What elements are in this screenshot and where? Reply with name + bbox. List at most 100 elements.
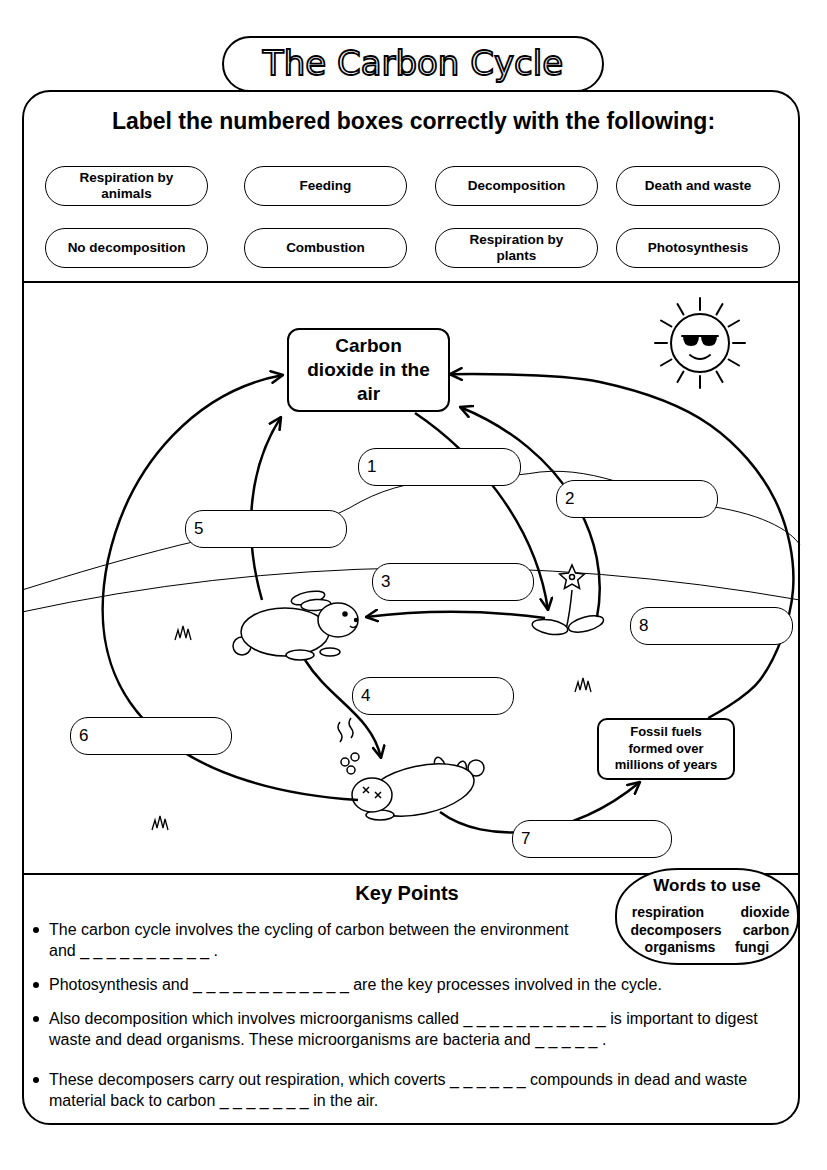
- rabbit: [343, 612, 347, 616]
- bullet-dot: [33, 927, 39, 933]
- answer-box: 7: [512, 820, 672, 858]
- grass-tuft: [175, 626, 191, 640]
- word-choice-pill: Photosynthesis: [616, 228, 780, 268]
- choice-label: Combustion: [286, 240, 365, 256]
- text-slot: fungi: [682, 939, 822, 956]
- answer-box: 4: [352, 677, 514, 715]
- word-choice-pill: Respiration by animals: [45, 166, 208, 206]
- bullet-dot: [33, 1016, 39, 1022]
- title-pill: The Carbon Cycle: [222, 36, 604, 92]
- grass-tuft: [152, 816, 168, 830]
- sun-icon: [729, 360, 739, 366]
- sun-icon: [717, 372, 723, 382]
- text-slot: Words to use: [637, 876, 777, 896]
- bullet-dot: [33, 927, 39, 1083]
- worksheet-panel: Label the numbered boxes correctly with …: [22, 90, 800, 1125]
- flower: [570, 575, 575, 580]
- word-bank-word: dioxide: [695, 904, 827, 921]
- word-choice-pill: Combustion: [244, 228, 407, 268]
- section-heading: Key Points: [200, 881, 614, 905]
- word-bank-heading: Words to use: [637, 876, 777, 896]
- key-point: The carbon cycle involves the cycling of…: [49, 919, 594, 961]
- answer-box: 1: [358, 448, 521, 486]
- text-slot: Label the numbered boxes correctly with …: [40, 108, 787, 136]
- flower: [567, 613, 605, 636]
- text-slot: carbon: [696, 922, 827, 939]
- flower: [531, 565, 605, 637]
- sun-icon: [699, 298, 701, 310]
- choice-label: Feeding: [300, 178, 352, 194]
- box-label: Carbon dioxide in the air: [304, 334, 434, 405]
- dead-rabbit: [363, 787, 381, 798]
- sun-icon: [717, 304, 723, 314]
- word-choice-pill: Feeding: [244, 166, 407, 206]
- flower: [531, 617, 569, 637]
- sun-icon: [702, 336, 716, 345]
- rabbit: [320, 648, 340, 656]
- choice-label: Photosynthesis: [648, 240, 749, 256]
- grass-tuft: [575, 678, 591, 692]
- dead-rabbit: [351, 753, 359, 761]
- flow-arrow: [251, 417, 281, 600]
- sun-icon: [655, 342, 667, 344]
- dead-rabbit: [341, 758, 349, 766]
- bullet-dot: [33, 982, 39, 988]
- flower: [560, 565, 585, 589]
- callout-number: 8: [639, 616, 648, 636]
- rabbit: [318, 603, 358, 637]
- callout-number: 3: [381, 572, 390, 592]
- text-slot: decomposers: [606, 922, 746, 939]
- box-label: Fossil fuels formed over millions of yea…: [610, 724, 722, 775]
- rabbit: [350, 626, 356, 628]
- choice-label: Decomposition: [468, 178, 566, 194]
- dead-rabbit: [347, 766, 355, 774]
- sun-icon: [699, 376, 701, 388]
- instruction-heading: Label the numbered boxes correctly with …: [40, 108, 787, 136]
- text-slot: respiration: [598, 904, 738, 921]
- sun-icon: [690, 355, 710, 359]
- text-slot: dioxide: [695, 904, 827, 921]
- carbon-store-box: Fossil fuels formed over millions of yea…: [597, 718, 735, 780]
- text-slot: The carbon cycle involves the cycling of…: [49, 919, 594, 961]
- word-bank-word: fungi: [682, 939, 822, 956]
- answer-box: 3: [372, 563, 534, 601]
- choice-label: Respiration by animals: [62, 170, 192, 201]
- choice-label: Respiration by plants: [452, 232, 582, 263]
- word-choice-pill: Death and waste: [616, 166, 780, 206]
- word-bank: Words to userespirationdioxidedecomposer…: [615, 868, 799, 965]
- rabbit: [355, 619, 358, 622]
- section-divider: [22, 282, 800, 874]
- answer-box: 8: [630, 607, 793, 645]
- flow-arrow: [103, 375, 640, 832]
- text-slot: Photosynthesis and _ _ _ _ _ _ _ _ _ _ _…: [49, 974, 794, 995]
- word-bank-word: organisms: [610, 939, 750, 956]
- word-choice-pill: Respiration by plants: [435, 228, 598, 268]
- sun-icon: [733, 342, 745, 344]
- word-choice-pill: No decomposition: [45, 228, 208, 268]
- word-bank-word: decomposers: [606, 922, 746, 939]
- key-point: These decomposers carry out respiration,…: [49, 1069, 794, 1111]
- callout-number: 6: [79, 726, 88, 746]
- rabbit: [233, 589, 358, 660]
- answer-box: 6: [70, 717, 232, 755]
- dead-rabbit: [338, 718, 484, 825]
- dead-rabbit: [338, 722, 342, 742]
- sun-icon: [661, 321, 671, 327]
- rabbit: [241, 608, 329, 656]
- sun-icon: [671, 314, 729, 372]
- carbon-store-box: Carbon dioxide in the air: [287, 328, 450, 412]
- dead-rabbit: [349, 718, 353, 738]
- sun-icon: [661, 360, 671, 366]
- flow-arrow: [366, 612, 545, 618]
- callout-number: 7: [521, 829, 530, 849]
- bullet-dot: [33, 1077, 39, 1083]
- callout-number: 2: [565, 489, 574, 509]
- text-slot: Key Points: [200, 881, 614, 905]
- landscape-line: [22, 471, 800, 612]
- text-slot: organisms: [610, 939, 750, 956]
- page-title: The Carbon Cycle: [263, 45, 563, 82]
- callout-number: 1: [367, 457, 376, 477]
- word-bank-word: respiration: [598, 904, 738, 921]
- section-divider: [22, 281, 800, 283]
- choice-label: Death and waste: [645, 178, 752, 194]
